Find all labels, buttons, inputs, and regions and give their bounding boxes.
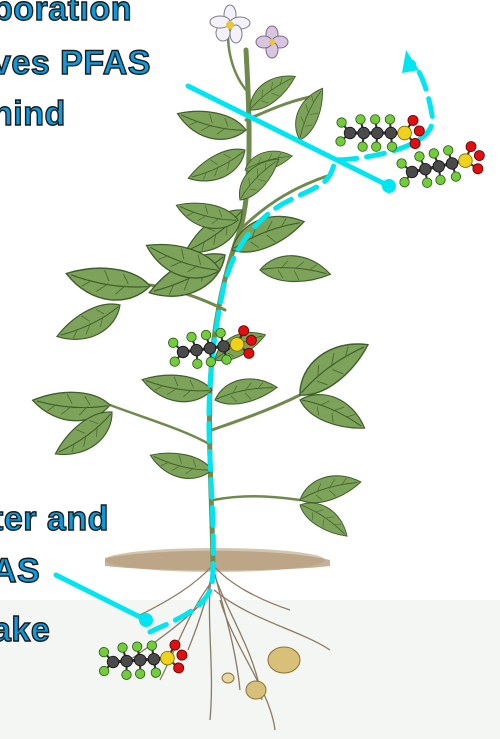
- label-uptake-line3: ake: [0, 611, 50, 649]
- label-uptake-line1: ter and: [0, 500, 109, 538]
- flower-icon: [210, 5, 288, 58]
- leader-dot-top: [382, 179, 396, 193]
- label-evaporation-line3: hind: [0, 95, 66, 133]
- leaf-icon: [30, 68, 376, 545]
- label-evaporation-line2: ves PFAS: [0, 44, 151, 82]
- arrow-head-icon: [402, 50, 419, 73]
- label-evaporation-line1: poration: [0, 0, 132, 28]
- label-uptake-line2: AS: [0, 552, 40, 590]
- leader-dot-bottom: [139, 613, 153, 627]
- soil-layer: [0, 548, 500, 739]
